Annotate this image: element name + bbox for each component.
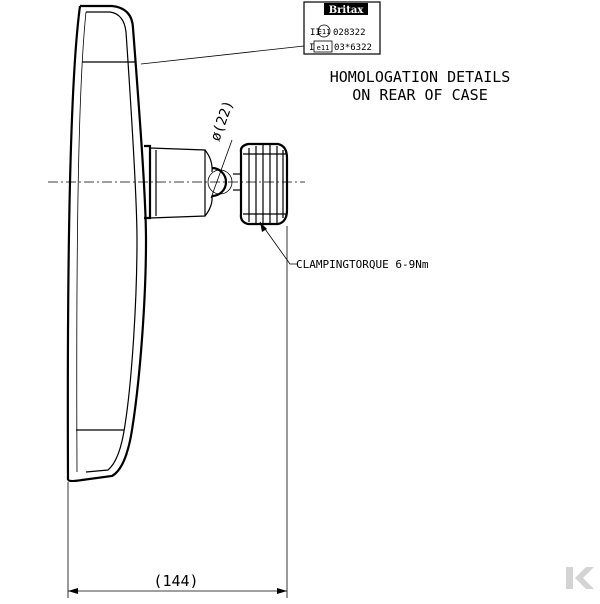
overall-depth-dimension: (144) — [153, 572, 198, 590]
approval-2-prefix: I — [309, 43, 314, 53]
watermark-logo — [566, 567, 594, 589]
clamping-leader — [259, 221, 298, 265]
approval-2-mark: e11 — [317, 44, 330, 52]
approval-1-prefix: II — [310, 28, 321, 38]
homologation-label-plate: Britax II E11 028322 I e11 03*6322 — [303, 1, 381, 55]
approval-1-circle — [317, 24, 331, 38]
approval-1-mark: E11 — [318, 28, 331, 36]
homologation-note-line2: ON REAR OF CASE — [352, 86, 487, 104]
mirror-housing-inner — [85, 11, 138, 473]
ball-diameter-dimension: ø(22) — [208, 98, 237, 143]
ball-diameter-leader — [210, 139, 233, 199]
mirror-housing-outline — [67, 4, 148, 483]
mirror-head — [66, 4, 148, 483]
mirror-glass-edge — [66, 5, 82, 481]
clamping-knob — [239, 142, 289, 226]
homologation-note-line1: HOMOLOGATION DETAILS — [330, 68, 511, 86]
approval-2-box — [313, 40, 333, 53]
approval-1-number: 028322 — [333, 28, 366, 38]
approval-2-number: 03*6322 — [334, 43, 372, 53]
mirror-neck — [144, 144, 213, 220]
clamping-torque-note: CLAMPINGTORQUE 6-9Nm — [296, 258, 429, 271]
dimension-144 — [67, 226, 288, 598]
mirror-glass-inner — [76, 11, 87, 473]
homologation-leader — [140, 45, 305, 65]
brand-text: Britax — [329, 5, 365, 16]
ball-joint — [207, 139, 241, 199]
